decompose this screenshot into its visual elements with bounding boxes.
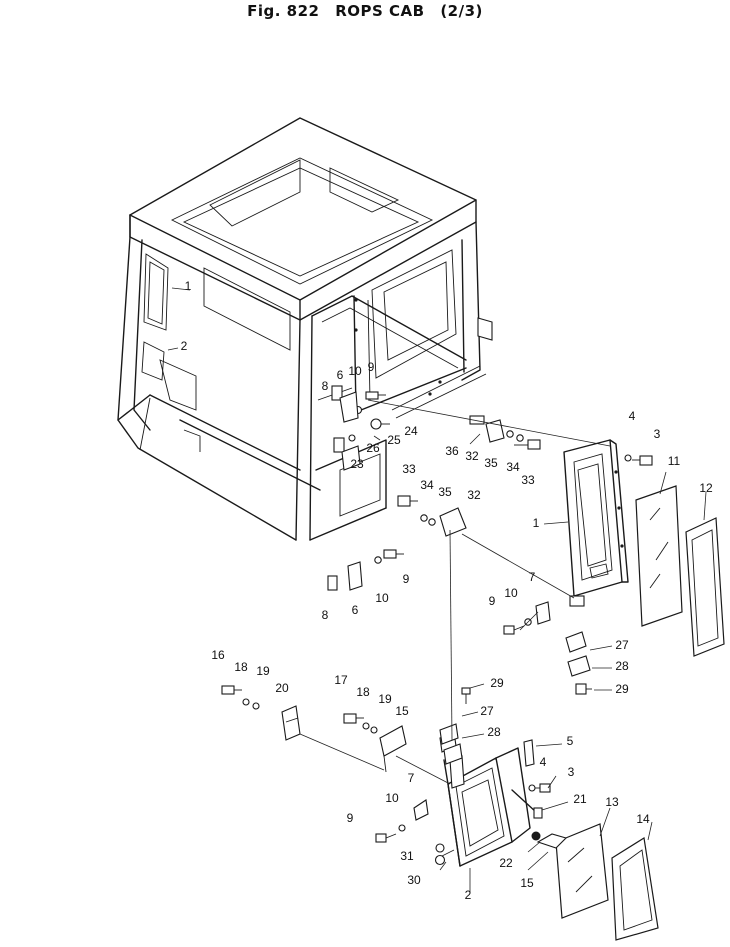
- callout-4: 4: [629, 409, 636, 423]
- callout-27: 27: [615, 638, 629, 652]
- callout-18: 18: [234, 660, 248, 674]
- callout-9: 9: [489, 594, 496, 608]
- callout-14: 14: [636, 812, 650, 826]
- callout-15: 15: [395, 704, 409, 718]
- callout-23: 23: [350, 457, 364, 471]
- figure-title: Fig. 822 ROPS CAB (2/3): [0, 2, 730, 20]
- callout-3: 3: [568, 765, 575, 779]
- bolt-29-upper: [461, 687, 471, 704]
- bolt-33-lower: [397, 495, 418, 507]
- callout-28: 28: [487, 725, 501, 739]
- callout-33: 33: [521, 473, 535, 487]
- right-door-assembly: [563, 439, 725, 657]
- callout-1: 1: [185, 279, 192, 293]
- callout-36: 36: [445, 444, 459, 458]
- bolt-9-upper: [365, 391, 386, 400]
- bolt-33-upper: [514, 439, 541, 450]
- callout-17: 17: [334, 673, 348, 687]
- lower-door-assembly: [281, 705, 659, 941]
- door-seal-14: [611, 837, 659, 941]
- callout-26: 26: [366, 441, 380, 455]
- callout-18: 18: [356, 685, 370, 699]
- callout-8: 8: [322, 379, 329, 393]
- callout-5: 5: [567, 734, 574, 748]
- callout-33: 33: [402, 462, 416, 476]
- callout-7: 7: [529, 570, 536, 584]
- callout-8: 8: [322, 608, 329, 622]
- callout-1: 1: [533, 516, 540, 530]
- bolt-9-right: [503, 625, 525, 635]
- callout-12: 12: [699, 481, 713, 495]
- figure-number: Fig. 822: [247, 2, 320, 20]
- callout-21: 21: [573, 792, 587, 806]
- callout-28: 28: [615, 659, 629, 673]
- rops-cab-body: [117, 117, 493, 591]
- callout-19: 19: [378, 692, 392, 706]
- callout-31: 31: [400, 849, 414, 863]
- callout-3: 3: [654, 427, 661, 441]
- callout-10: 10: [504, 586, 518, 600]
- callout-10: 10: [348, 364, 362, 378]
- callout-15: 15: [520, 876, 534, 890]
- callout-6: 6: [352, 603, 359, 617]
- callout-35: 35: [438, 485, 452, 499]
- callout-24: 24: [404, 424, 418, 438]
- callout-16: 16: [211, 648, 225, 662]
- callout-4: 4: [540, 755, 547, 769]
- callout-13: 13: [605, 795, 619, 809]
- callout-6: 6: [337, 368, 344, 382]
- leader-lines: [167, 287, 707, 892]
- callout-20: 20: [275, 681, 289, 695]
- callout-35: 35: [484, 456, 498, 470]
- callout-34: 34: [506, 460, 520, 474]
- callout-11: 11: [668, 454, 681, 468]
- callout-7: 7: [408, 771, 415, 785]
- bolt-17: [343, 713, 364, 724]
- figure-name: ROPS CAB: [335, 2, 425, 20]
- callout-10: 10: [375, 591, 389, 605]
- figure-page-fraction: (2/3): [440, 2, 483, 20]
- callout-27: 27: [480, 704, 494, 718]
- callout-9: 9: [347, 811, 354, 825]
- callout-10: 10: [385, 791, 399, 805]
- bolt-9-lower: [375, 833, 397, 843]
- callout-22: 22: [499, 856, 513, 870]
- callout-19: 19: [256, 664, 270, 678]
- callout-2: 2: [181, 339, 188, 353]
- callout-30: 30: [407, 873, 421, 887]
- bolt-29-lower: [575, 683, 592, 695]
- callout-34: 34: [420, 478, 434, 492]
- door-glass-11: [635, 485, 683, 627]
- bolt-3-upper: [632, 455, 653, 466]
- door-seal-12: [685, 517, 725, 657]
- hardware-parts: [221, 391, 653, 866]
- callout-2: 2: [465, 888, 472, 902]
- callout-32: 32: [465, 449, 479, 463]
- callout-29: 29: [490, 676, 504, 690]
- bolt-16: [221, 685, 242, 695]
- door-glass-13: [555, 823, 609, 919]
- callout-25: 25: [387, 433, 401, 447]
- callout-29: 29: [615, 682, 629, 696]
- bolt-24: [370, 418, 390, 430]
- callout-9: 9: [368, 360, 375, 374]
- callout-32: 32: [467, 488, 481, 502]
- bolt-9-mid: [383, 549, 404, 559]
- callout-9: 9: [403, 572, 410, 586]
